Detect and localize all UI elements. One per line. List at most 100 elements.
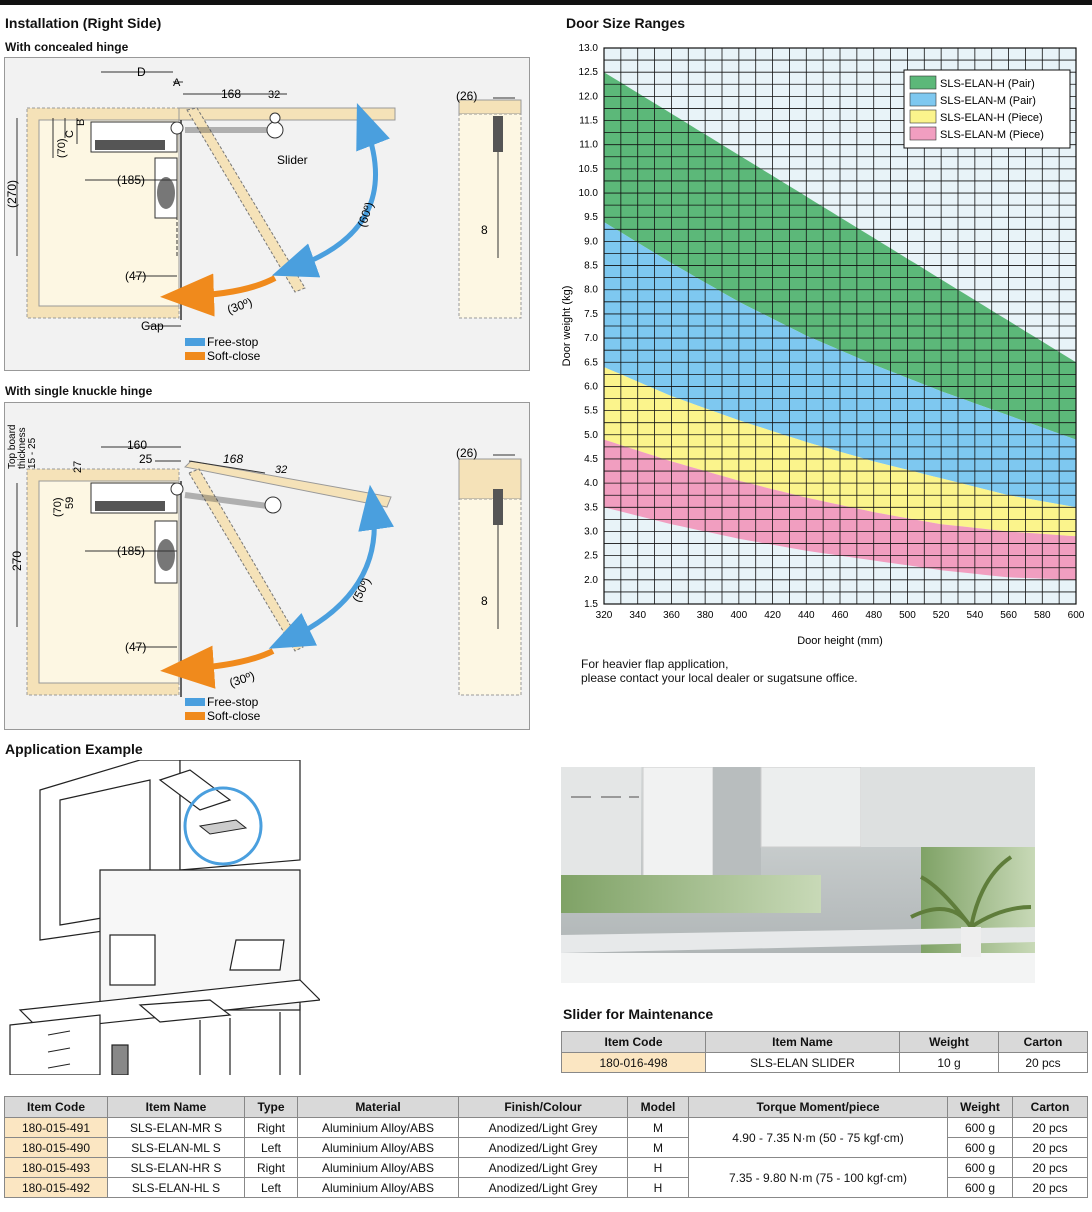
dim-47: (47)	[125, 269, 146, 283]
x-tick-label: 440	[798, 610, 815, 621]
y-tick-label: 6.5	[584, 357, 598, 368]
dim-185-knuckle: (185)	[117, 544, 145, 558]
cell-weight: 600 g	[947, 1157, 1013, 1178]
y-tick-label: 3.0	[584, 526, 598, 537]
x-tick-label: 560	[1000, 610, 1017, 621]
angle-30: (30º)	[225, 295, 254, 317]
door-size-note: For heavier flap application, please con…	[581, 657, 858, 685]
kitchen-photo	[561, 767, 1035, 983]
th-carton: Carton	[1012, 1096, 1088, 1118]
slider-code: 180-016-498	[561, 1052, 706, 1073]
legend-swatch	[909, 109, 937, 124]
x-tick-label: 380	[697, 610, 714, 621]
x-axis-label: Door height (mm)	[797, 635, 883, 647]
cell-model: M	[627, 1117, 689, 1138]
note-line-2: please contact your local dealer or suga…	[581, 671, 858, 685]
x-tick-label: 320	[596, 610, 613, 621]
office-desk-illustration	[9, 760, 320, 1075]
cell-weight: 600 g	[947, 1137, 1013, 1158]
y-tick-label: 4.0	[584, 478, 598, 489]
x-tick-label: 500	[899, 610, 916, 621]
cell-type: Right	[244, 1157, 298, 1178]
slider-weight: 10 g	[899, 1052, 999, 1073]
dim-160: 160	[127, 438, 147, 452]
free-stop-label-knuckle: Free-stop	[207, 695, 259, 709]
y-tick-label: 10.0	[579, 188, 599, 199]
cell-code: 180-015-490	[4, 1137, 108, 1158]
x-tick-label: 600	[1068, 610, 1085, 621]
y-tick-label: 8.0	[584, 285, 598, 296]
cell-carton: 20 pcs	[1012, 1137, 1088, 1158]
y-tick-label: 6.0	[584, 381, 598, 392]
legend-swatch	[909, 92, 937, 107]
cell-model: M	[627, 1137, 689, 1158]
y-tick-label: 1.5	[584, 599, 598, 610]
table-row: 180-016-498 SLS-ELAN SLIDER 10 g 20 pcs	[561, 1052, 1088, 1073]
cell-finish: Anodized/Light Grey	[458, 1117, 628, 1138]
concealed-hinge-panel: D A 168 32 (70) C B (270) (185) (47) Gap…	[4, 57, 530, 371]
legend-label: SLS-ELAN-H (Piece)	[940, 112, 1043, 124]
cell-model: H	[627, 1177, 689, 1198]
soft-close-label-knuckle: Soft-close	[207, 709, 261, 723]
dim-168-knuckle: 168	[223, 452, 243, 466]
dim-168: 168	[221, 87, 241, 101]
x-tick-label: 400	[731, 610, 748, 621]
dim-270-knuckle: 270	[10, 551, 24, 571]
legend-swatch	[909, 75, 937, 90]
cell-torque-m: 4.90 - 7.35 N·m (50 - 75 kgf·cm)	[688, 1117, 948, 1158]
cell-model: H	[627, 1157, 689, 1178]
side-26: (26)	[456, 89, 477, 103]
cell-weight: 600 g	[947, 1117, 1013, 1138]
x-tick-label: 480	[865, 610, 882, 621]
y-tick-label: 5.0	[584, 430, 598, 441]
y-tick-label: 11.0	[579, 140, 598, 151]
kitchen-photo-art	[561, 767, 1035, 983]
cell-type: Right	[244, 1117, 298, 1138]
x-tick-label: 460	[832, 610, 849, 621]
free-stop-label: Free-stop	[207, 335, 259, 349]
y-tick-label: 7.0	[584, 333, 598, 344]
cell-carton: 20 pcs	[1012, 1157, 1088, 1178]
slider-name: SLS-ELAN SLIDER	[705, 1052, 900, 1073]
top-board-line3: 15 - 25	[27, 437, 38, 469]
th-type: Type	[244, 1096, 298, 1118]
soft-close-swatch	[185, 352, 205, 360]
slider-th-carton: Carton	[998, 1031, 1088, 1053]
slider-carton: 20 pcs	[998, 1052, 1088, 1073]
cell-type: Left	[244, 1137, 298, 1158]
slider-th-name: Item Name	[705, 1031, 900, 1053]
y-tick-label: 9.5	[584, 212, 598, 223]
cell-name: SLS-ELAN-HR S	[107, 1157, 245, 1178]
th-material: Material	[297, 1096, 459, 1118]
dim-b: B	[75, 119, 87, 126]
y-tick-label: 12.0	[579, 91, 599, 102]
dim-70-knuckle: (70)	[52, 497, 64, 517]
y-tick-label: 13.0	[579, 43, 599, 54]
free-stop-swatch-knuckle	[185, 698, 205, 706]
legend-label: SLS-ELAN-M (Piece)	[940, 129, 1044, 141]
x-tick-label: 360	[663, 610, 680, 621]
y-tick-label: 12.5	[579, 67, 599, 78]
dim-gap: Gap	[141, 319, 164, 333]
product-table: Item Code Item Name Type Material Finish…	[4, 1096, 1088, 1198]
th-item-code: Item Code	[4, 1096, 108, 1118]
y-tick-label: 2.0	[584, 575, 598, 586]
dim-27: 27	[72, 461, 84, 473]
knuckle-hinge-panel: Top board thickness 15 - 25 160 25 168 3…	[4, 402, 530, 730]
y-tick-label: 8.5	[584, 261, 598, 272]
cell-code: 180-015-492	[4, 1177, 108, 1198]
side-8-knuckle: 8	[481, 594, 488, 608]
dim-c: C	[64, 130, 76, 138]
top-rule	[0, 0, 1092, 5]
side-8: 8	[481, 223, 488, 237]
concealed-hinge-drawing: D A 168 32 (70) C B (270) (185) (47) Gap…	[5, 65, 522, 363]
side-26-knuckle: (26)	[456, 446, 477, 460]
dim-47-knuckle: (47)	[125, 640, 146, 654]
legend-label: SLS-ELAN-M (Pair)	[940, 95, 1036, 107]
cell-carton: 20 pcs	[1012, 1117, 1088, 1138]
x-tick-label: 580	[1034, 610, 1051, 621]
slider-th-weight: Weight	[899, 1031, 999, 1053]
x-tick-label: 520	[933, 610, 950, 621]
cell-torque-h: 7.35 - 9.80 N·m (75 - 100 kgf·cm)	[688, 1157, 948, 1198]
cell-finish: Anodized/Light Grey	[458, 1157, 628, 1178]
